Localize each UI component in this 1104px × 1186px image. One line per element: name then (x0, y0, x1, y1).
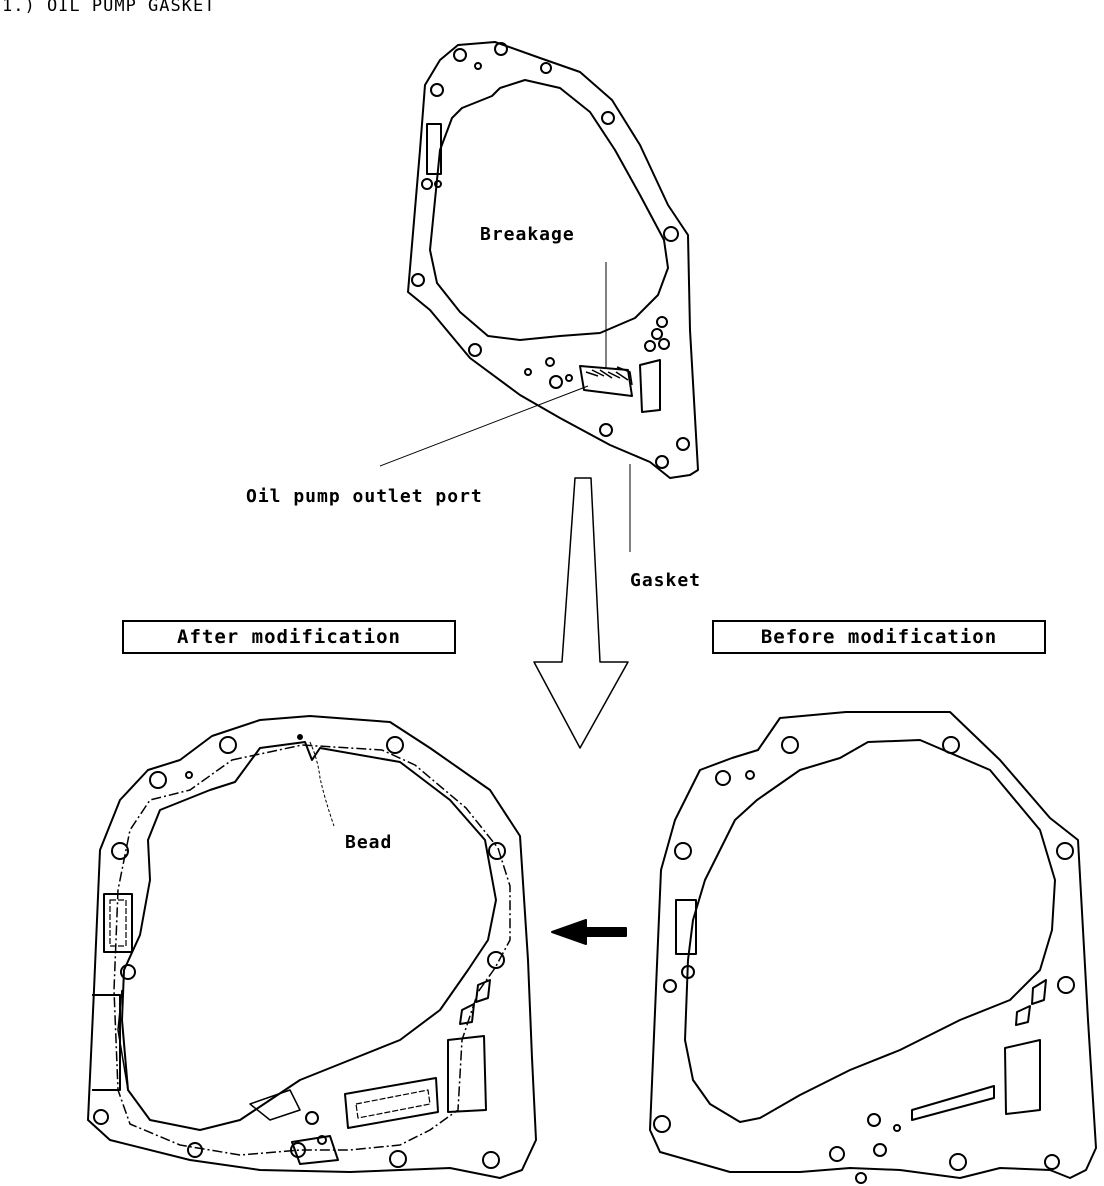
page-title: 1.) OIL PUMP GASKET (2, 0, 216, 16)
before-modification-box: Before modification (712, 620, 1046, 654)
bead-label: Bead (345, 832, 393, 853)
after-gasket (87, 715, 537, 1179)
down-arrow (533, 477, 629, 749)
bead-leader (309, 741, 335, 827)
outlet-port-leader (379, 385, 589, 467)
after-modification-box: After modification (122, 620, 456, 654)
outlet-port-label: Oil pump outlet port (246, 486, 483, 507)
breakage-label: Breakage (480, 224, 575, 245)
gasket-label: Gasket (630, 570, 702, 591)
before-modification-label: Before modification (760, 626, 998, 648)
after-modification-label: After modification (177, 626, 401, 648)
left-arrow (551, 919, 627, 945)
top-gasket (407, 41, 699, 479)
before-gasket (649, 711, 1097, 1184)
